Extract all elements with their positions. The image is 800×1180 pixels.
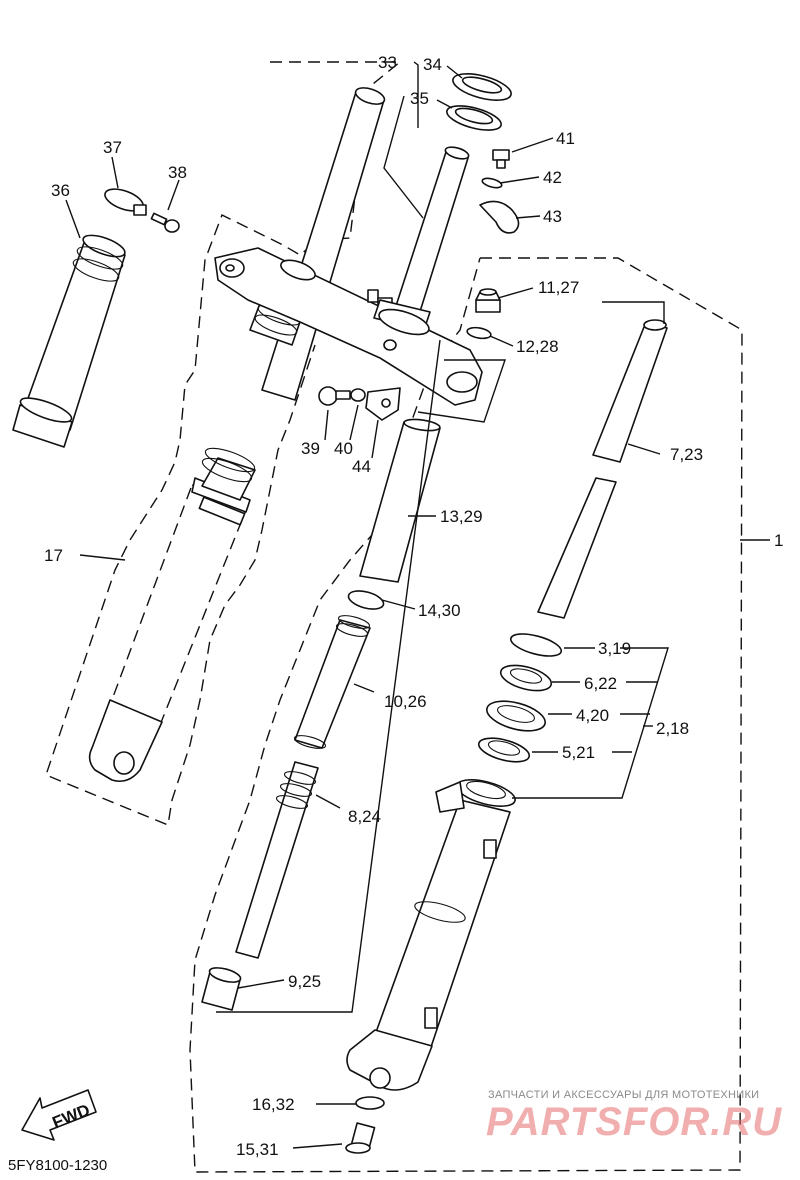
label-43: 43 — [543, 207, 562, 226]
part-9-piston — [201, 967, 242, 1011]
label-5-21: 5,21 — [562, 743, 595, 762]
part-43-clip — [479, 200, 520, 234]
part-37-clamp — [104, 188, 147, 216]
part-2-outer-tube-right — [346, 779, 516, 1091]
watermark: ЗАПЧАСТИ И АКСЕССУАРЫ ДЛЯ МОТОТЕХНИКИ PA… — [486, 1089, 782, 1144]
part-14-seat — [347, 590, 385, 610]
label-3-19: 3,19 — [598, 639, 631, 658]
label-36: 36 — [51, 181, 70, 200]
part-42-washer — [481, 177, 503, 189]
label-42: 42 — [543, 168, 562, 187]
label-35: 35 — [410, 89, 429, 108]
part-8-damper-rod — [235, 761, 319, 959]
part-38-screw — [150, 212, 180, 233]
part-10-spring — [293, 615, 371, 749]
part-3-circlip — [509, 633, 563, 657]
label-37: 37 — [103, 138, 122, 157]
label-34: 34 — [423, 55, 442, 74]
outer-tube-left — [88, 477, 251, 783]
label-38: 38 — [168, 163, 187, 182]
label-4-20: 4,20 — [576, 706, 609, 725]
label-17: 17 — [44, 546, 63, 565]
part-35-bearing — [446, 105, 502, 131]
callout-labels: 33 34 35 41 42 43 37 38 36 11,27 12,28 3… — [44, 53, 783, 1159]
part-44-bracket — [365, 387, 401, 421]
label-33: 33 — [378, 53, 397, 72]
label-12-28: 12,28 — [516, 337, 559, 356]
part-11-cap-bolt — [475, 288, 501, 313]
label-16-32: 16,32 — [252, 1095, 295, 1114]
part-4-oil-seal — [486, 700, 546, 732]
label-44: 44 — [352, 457, 371, 476]
part-7-inner-tube-right — [537, 319, 668, 619]
label-15-31: 15,31 — [236, 1140, 279, 1159]
label-9-25: 9,25 — [288, 972, 321, 991]
part-41-bolt — [492, 149, 510, 169]
label-1: 1 — [774, 531, 783, 550]
label-10-26: 10,26 — [384, 692, 427, 711]
steering-stem — [373, 146, 470, 336]
diagram-code: 5FY8100-1230 — [8, 1157, 107, 1174]
left-fork-group-outline — [45, 61, 402, 826]
watermark-brand: PARTSFOR.RU — [486, 1100, 782, 1144]
part-12-o-ring — [466, 326, 492, 340]
label-40: 40 — [334, 439, 353, 458]
label-13-29: 13,29 — [440, 507, 483, 526]
label-6-22: 6,22 — [584, 674, 617, 693]
part-34-seal — [452, 73, 512, 101]
part-39-bolt — [318, 386, 351, 406]
label-14-30: 14,30 — [418, 601, 461, 620]
watermark-caption: ЗАПЧАСТИ И АКСЕССУАРЫ ДЛЯ МОТОТЕХНИКИ — [488, 1089, 759, 1101]
part-13-tube — [359, 418, 441, 583]
part-16-washer — [355, 1096, 385, 1110]
part-6-washer — [499, 664, 553, 692]
label-11-27: 11,27 — [538, 278, 579, 297]
label-39: 39 — [301, 439, 320, 458]
part-40-washer — [350, 388, 366, 402]
label-41: 41 — [556, 129, 575, 148]
part-15-drain-bolt — [345, 1122, 376, 1154]
part-5-bushing — [477, 737, 531, 763]
fwd-direction-arrow: FWD — [21, 1089, 97, 1141]
label-8-24: 8,24 — [348, 807, 381, 826]
leader-lines — [65, 61, 770, 1149]
part-36-boot — [12, 234, 126, 448]
label-7-23: 7,23 — [670, 445, 703, 464]
label-2-18: 2,18 — [656, 719, 689, 738]
